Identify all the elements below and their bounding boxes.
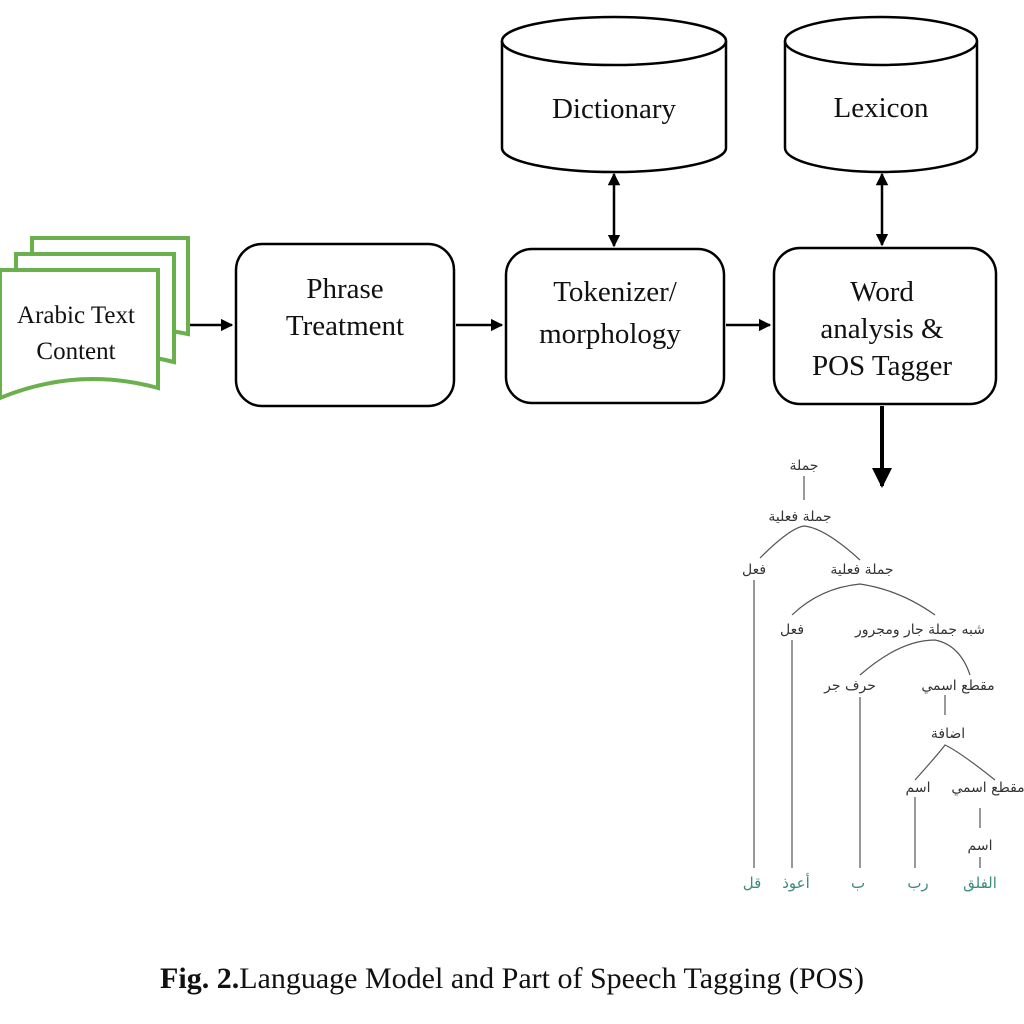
dictionary-cylinder-body	[500, 41, 728, 174]
tokenizer-box	[504, 247, 726, 405]
tree-node-noun-1: اسم	[906, 780, 931, 796]
pos-tagger-label-2: analysis &	[820, 313, 944, 345]
parse-tree	[753, 476, 996, 868]
tree-leaf-a3udhu: أعوذ	[782, 873, 810, 892]
tree-node-prepositional-phrase: شبه جملة جار ومجرور	[854, 622, 985, 638]
tokenizer-node: Tokenizer/ morphology	[504, 247, 726, 405]
tree-node-idafa: اضافة	[931, 726, 965, 742]
phrase-treatment-box	[234, 242, 456, 408]
dictionary-cylinder-top	[500, 15, 728, 67]
figure-caption-text: Language Model and Part of Speech Taggin…	[239, 962, 864, 995]
phrase-treatment-node: Phrase Treatment	[234, 242, 456, 408]
pos-tagger-label-1: Word	[850, 276, 914, 308]
doc-sheet-front	[0, 268, 160, 401]
tree-leaf-qul: قل	[743, 874, 762, 892]
tree-node-noun-segment-2: مقطع اسمي	[951, 780, 1024, 796]
dictionary-database: Dictionary	[500, 15, 728, 174]
tree-leaf-falaq: الفلق	[963, 874, 997, 892]
lexicon-database: Lexicon	[783, 15, 979, 174]
dictionary-label: Dictionary	[552, 93, 677, 125]
tree-leaf-rabb: رب	[907, 874, 928, 892]
tree-node-noun-segment-1: مقطع اسمي	[921, 678, 994, 694]
phrase-treatment-label-2: Treatment	[286, 310, 404, 342]
tokenizer-label-1: Tokenizer/	[553, 276, 678, 308]
tree-node-jumla: جملة	[790, 458, 819, 474]
tree-node-verbal-sentence-1: جملة فعلية	[768, 509, 831, 525]
tree-node-verbal-sentence-2: جملة فعلية	[830, 562, 893, 578]
pos-tagger-label-3: POS Tagger	[812, 350, 952, 382]
tree-node-preposition: حرف جر	[823, 678, 876, 694]
input-document-stack: Arabic Text Content	[0, 236, 190, 401]
tree-leaf-bi: ب	[851, 874, 865, 892]
pos-tagger-box	[772, 246, 998, 406]
phrase-treatment-label-1: Phrase	[306, 273, 383, 305]
tokenizer-label-2: morphology	[539, 318, 681, 350]
tree-node-noun-2: اسم	[968, 838, 993, 854]
parse-tree-labels: جملة جملة فعلية فعل جملة فعلية فعل شبه ج…	[742, 458, 1024, 892]
input-doc-label-1: Arabic Text	[17, 302, 135, 329]
input-doc-label-2: Content	[36, 338, 115, 365]
tree-node-verb-1: فعل	[742, 562, 766, 578]
lexicon-cylinder-top	[783, 15, 979, 67]
figure-caption: Fig. 2.Language Model and Part of Speech…	[0, 962, 1024, 996]
tree-node-verb-2: فعل	[780, 622, 804, 638]
figure-caption-label: Fig. 2.	[160, 962, 240, 995]
lexicon-label: Lexicon	[833, 92, 929, 124]
lexicon-cylinder-body	[783, 41, 979, 174]
pos-tagger-node: Word analysis & POS Tagger	[772, 246, 998, 406]
